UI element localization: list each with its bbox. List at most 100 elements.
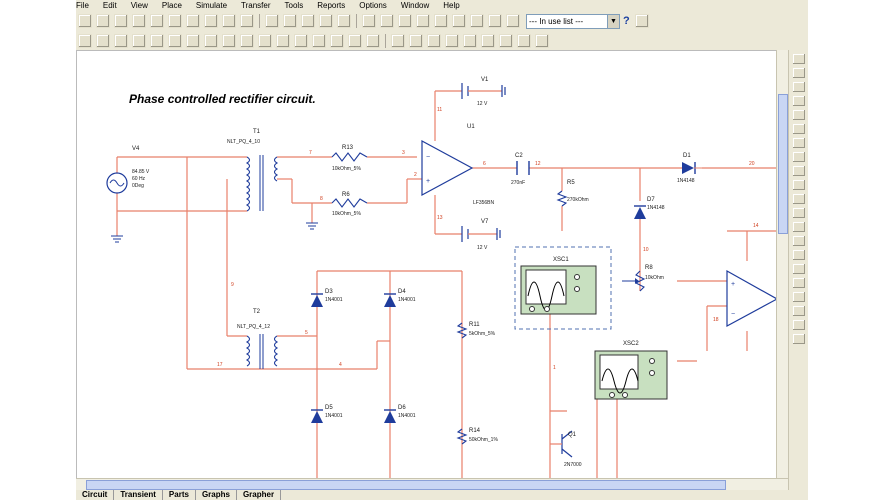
logic-analyzer-icon[interactable] (793, 166, 805, 176)
schematic-drawing[interactable]: Phase controlled rectifier circuit. V4 8… (77, 51, 777, 479)
agilent-multimeter-icon[interactable] (793, 264, 805, 274)
zoom-area-icon[interactable] (319, 14, 333, 28)
spectrum-analyzer-icon[interactable] (793, 222, 805, 232)
context-help-icon[interactable] (634, 14, 649, 28)
menu-place[interactable]: Place (161, 0, 182, 10)
menu-simulate[interactable]: Simulate (195, 0, 228, 10)
new-file-icon[interactable] (78, 14, 92, 28)
capacitor-c2[interactable]: C2 270nF (511, 153, 530, 186)
transformer-t2[interactable]: T2 NLT_PQ_4_12 (237, 309, 279, 369)
agilent-scope-icon[interactable] (793, 278, 805, 288)
chevron-down-icon[interactable]: ▼ (607, 14, 619, 28)
zoom-in-icon[interactable] (283, 14, 297, 28)
print-icon[interactable] (132, 14, 146, 28)
tab-transient[interactable]: Transient (114, 490, 163, 500)
open-folder-icon[interactable] (96, 14, 110, 28)
iv-analyzer-icon[interactable] (793, 194, 805, 204)
diode-d7[interactable]: D7 1N4148 (634, 197, 665, 219)
analog-icon[interactable] (150, 34, 164, 48)
source-icon[interactable] (78, 34, 92, 48)
copy-icon[interactable] (186, 14, 200, 28)
print-preview-icon[interactable] (150, 14, 164, 28)
horizontal-scroll-thumb[interactable] (86, 480, 726, 490)
potentiometer-r8[interactable]: R8 10kOhm (622, 265, 664, 292)
labview-icon[interactable] (793, 320, 805, 330)
erc-icon[interactable] (488, 14, 502, 28)
zoom-out-icon[interactable] (301, 14, 315, 28)
diode-icon[interactable] (114, 34, 128, 48)
help-icon[interactable]: ? (623, 15, 630, 27)
battery-v1[interactable]: V1 12 V (461, 77, 506, 107)
diode-d6[interactable]: D6 1N4001 (384, 405, 416, 423)
resistor-r13[interactable]: R13 10kOhm_5% (331, 145, 368, 172)
oscilloscope-icon[interactable] (793, 96, 805, 106)
menu-reports[interactable]: Reports (317, 0, 346, 10)
design-toolbox-icon[interactable] (362, 14, 376, 28)
transistor-icon[interactable] (132, 34, 146, 48)
measurement-probe-icon[interactable] (793, 306, 805, 316)
menu-file[interactable]: File (76, 0, 89, 10)
distortion-analyzer-icon[interactable] (793, 208, 805, 218)
postprocessor-icon[interactable] (470, 14, 484, 28)
analysis-icon[interactable] (452, 14, 466, 28)
transistor-q1[interactable]: Q1 2N7000 (550, 430, 582, 468)
indicator-icon[interactable] (240, 34, 254, 48)
bode-plotter-icon[interactable] (793, 124, 805, 134)
virtual-diode-icon[interactable] (427, 34, 441, 48)
virtual-rated-icon[interactable] (517, 34, 531, 48)
virtual-analog-icon[interactable] (391, 34, 405, 48)
tab-circuit[interactable]: Circuit (76, 490, 115, 500)
hierarchy-icon[interactable] (348, 34, 362, 48)
save-icon[interactable] (114, 14, 128, 28)
opamp-u1[interactable]: − + U1 LF356BN (421, 124, 495, 206)
menu-options[interactable]: Options (359, 0, 387, 10)
misc-icon[interactable] (276, 34, 290, 48)
spreadsheet-icon[interactable] (380, 14, 394, 28)
menu-window[interactable]: Window (400, 0, 430, 10)
electromechanical-icon[interactable] (312, 34, 326, 48)
menu-transfer[interactable]: Transfer (241, 0, 271, 10)
current-probe-icon[interactable] (793, 334, 805, 344)
battery-v7[interactable]: V7 12 V (461, 219, 501, 251)
transformer-t1[interactable]: T1 NLT_PQ_4_10 (227, 129, 279, 212)
full-screen-icon[interactable] (265, 14, 279, 28)
logic-converter-icon[interactable] (793, 180, 805, 190)
database-icon[interactable] (398, 14, 412, 28)
frequency-counter-icon[interactable] (793, 138, 805, 148)
virtual-power-icon[interactable] (499, 34, 513, 48)
oscilloscope-xsc1[interactable]: XSC1 (514, 246, 612, 330)
diode-d1[interactable]: D1 1N4148 (677, 153, 702, 184)
diode-d3[interactable]: D3 1N4001 (311, 289, 343, 307)
ttl-icon[interactable] (168, 34, 182, 48)
resistor-r11[interactable]: R11 5kOhm_5% (456, 322, 496, 339)
tab-parts[interactable]: Parts (163, 490, 196, 500)
menu-edit[interactable]: Edit (102, 0, 117, 10)
power-icon[interactable] (258, 34, 272, 48)
tab-graphs[interactable]: Graphs (196, 490, 237, 500)
tab-grapher[interactable]: Grapher (237, 490, 282, 500)
multimeter-icon[interactable] (793, 54, 805, 64)
mixed-icon[interactable] (222, 34, 236, 48)
diode-d5[interactable]: D5 1N4001 (311, 405, 343, 423)
paste-icon[interactable] (204, 14, 218, 28)
vertical-scroll-thumb[interactable] (778, 94, 788, 234)
virtual-basic-icon[interactable] (409, 34, 423, 48)
virtual-transistor-icon[interactable] (445, 34, 459, 48)
wattmeter-icon[interactable] (793, 82, 805, 92)
virtual-signal-icon[interactable] (535, 34, 549, 48)
horizontal-scrollbar[interactable] (76, 478, 788, 491)
ac-source-v4[interactable]: V4 84.85 V 60 Hz 0Deg (106, 146, 150, 194)
virtual-misc-icon[interactable] (481, 34, 495, 48)
vertical-scrollbar[interactable] (776, 50, 789, 478)
menu-tools[interactable]: Tools (284, 0, 304, 10)
basic-icon[interactable] (96, 34, 110, 48)
rf-icon[interactable] (294, 34, 308, 48)
ladder-icon[interactable] (330, 34, 344, 48)
zoom-fit-icon[interactable] (337, 14, 351, 28)
resistor-r14[interactable]: R14 50kOhm_1% (456, 428, 498, 445)
menu-view[interactable]: View (130, 0, 148, 10)
in-use-list-dropdown[interactable]: --- In use list --- ▼ (526, 13, 620, 29)
network-analyzer-icon[interactable] (793, 236, 805, 246)
undo-icon[interactable] (222, 14, 236, 28)
transfer-icon[interactable] (506, 14, 520, 28)
